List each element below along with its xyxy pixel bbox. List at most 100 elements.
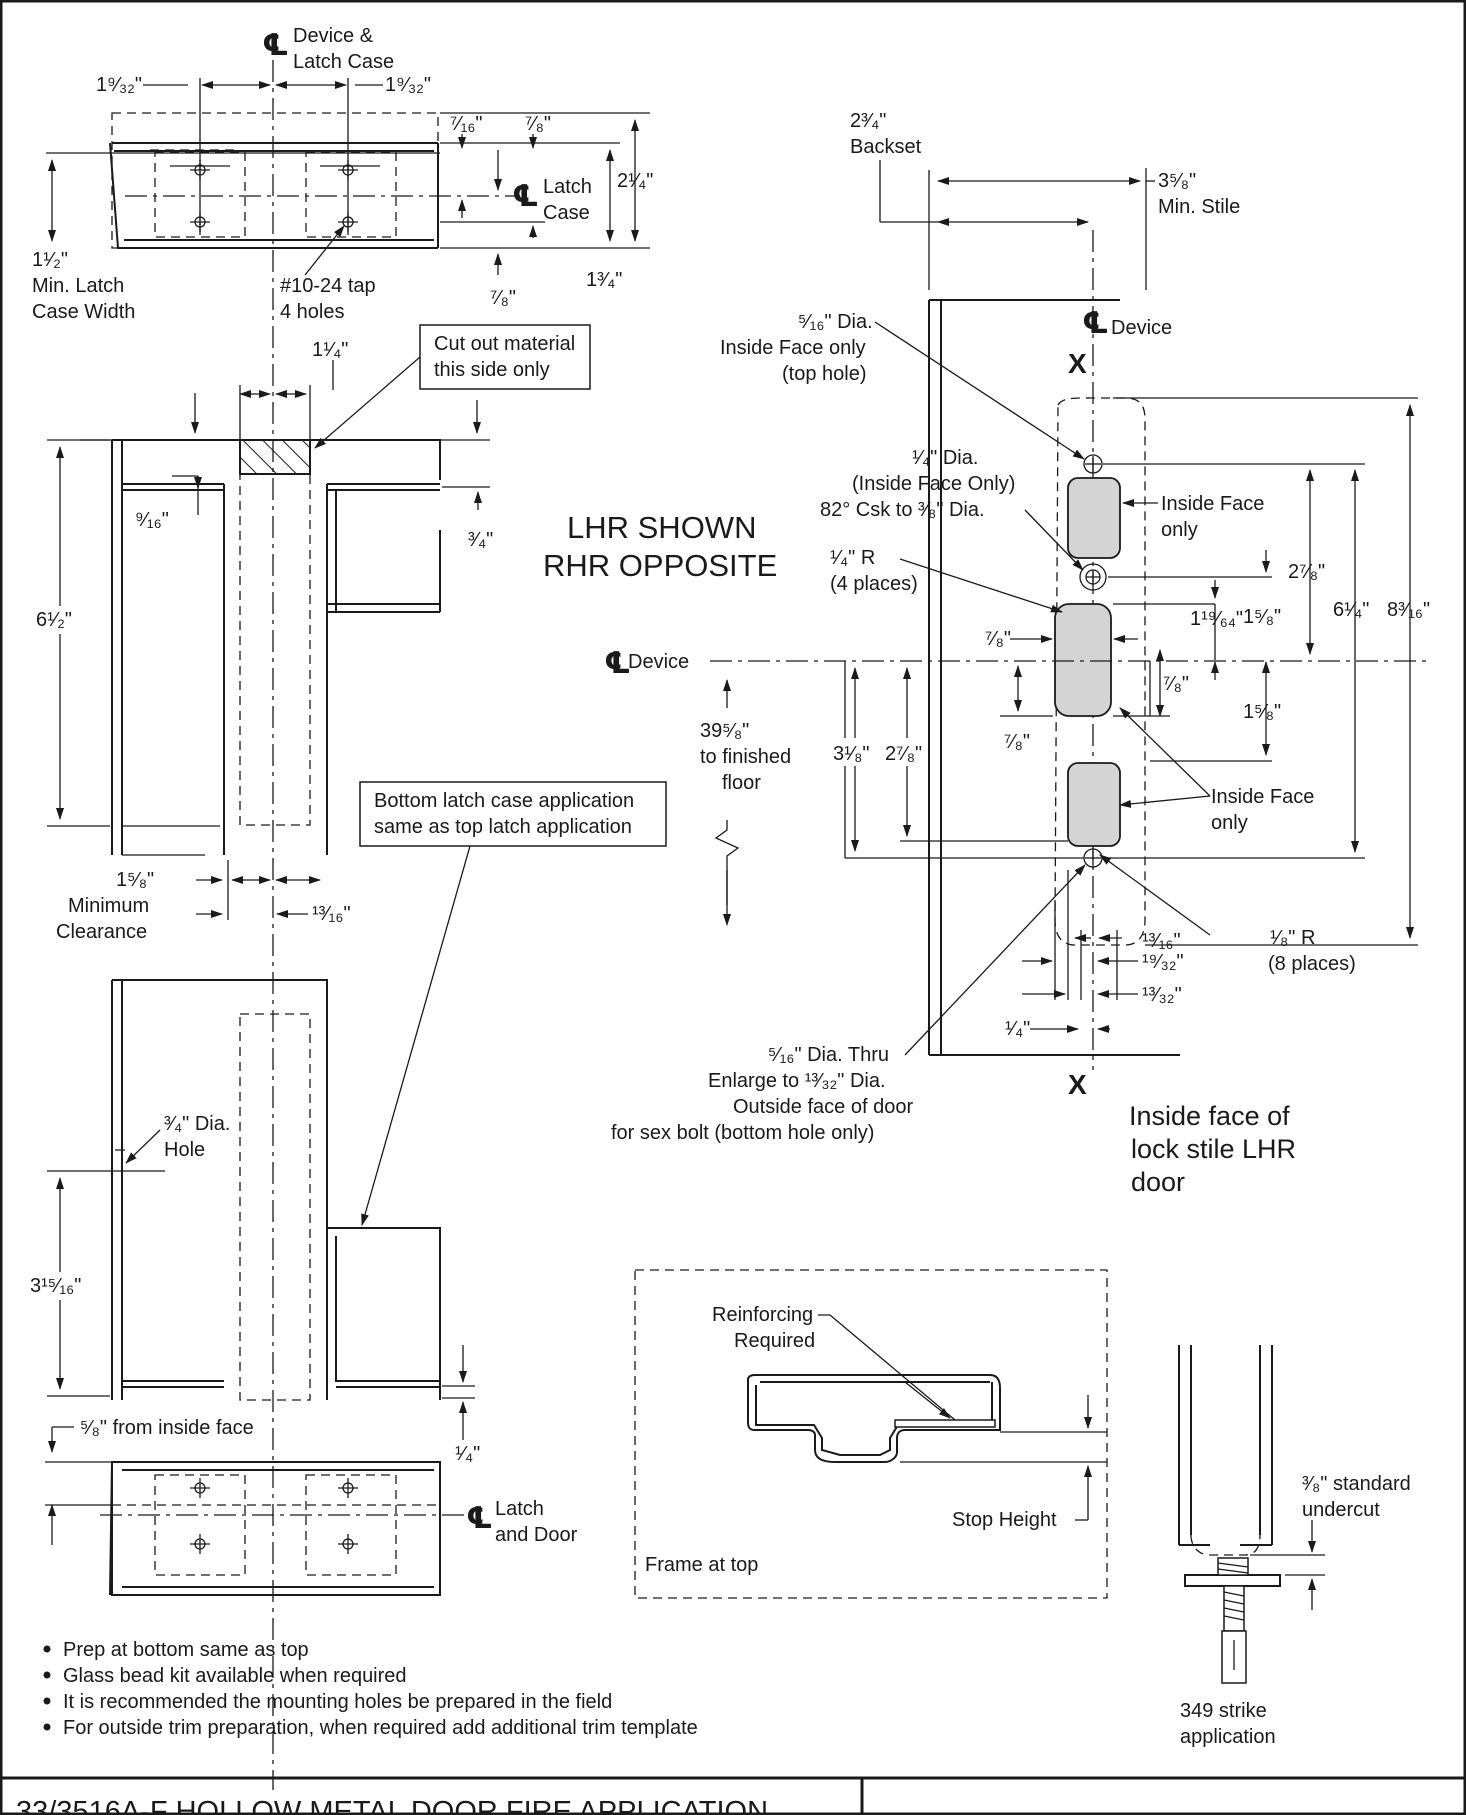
frame-at-top-label: Frame at top — [645, 1554, 758, 1576]
stile-caption-2: lock stile LHR — [1131, 1134, 1296, 1164]
inside-face-note: ⁵⁄₈" from inside face — [80, 1417, 254, 1439]
dim-7-8-bottom: ⁷⁄₈" — [490, 287, 516, 309]
notes-list: Prep at bottom same as top Glass bead ki… — [43, 1639, 698, 1739]
cl-device-latch-label-2: Latch Case — [293, 51, 394, 73]
note-item: Prep at bottom same as top — [63, 1639, 309, 1661]
dim-7-8-b: ⁷⁄₈" — [1163, 673, 1189, 695]
hole-top-label-1: ⁵⁄₁₆" Dia. — [798, 311, 873, 333]
inside-face-only-label-2a: Inside Face — [1211, 786, 1314, 808]
r4-label-1: ¹⁄₄" R — [830, 547, 875, 569]
bottom-latch-note-box — [359, 781, 667, 847]
device-center-label: Device — [628, 651, 689, 673]
stop-height-label: Stop Height — [952, 1509, 1057, 1531]
latch-case-label-1: Latch — [543, 176, 592, 198]
dim-right-1-9-32: 1⁹⁄₃₂" — [385, 74, 431, 96]
latch-door-label-1: Latch — [495, 1498, 544, 1520]
dim-1-3-4: 1³⁄₄" — [586, 269, 622, 291]
dim-1-5-8: 1⁵⁄₈" — [116, 869, 154, 891]
tap-hole — [338, 1534, 358, 1554]
tap-hole — [338, 160, 358, 180]
cutout-note-2: this side only — [434, 359, 550, 381]
centerline-symbol: ℄ — [262, 29, 289, 62]
bottom-latch-note-2: same as top latch application — [374, 816, 632, 838]
dim-7-8-c: ⁷⁄₈" — [1004, 731, 1030, 753]
backset-label-1: 2³⁄₄" — [850, 110, 886, 132]
inside-face-only-label-2b: only — [1211, 812, 1248, 834]
center-plate — [1054, 603, 1112, 717]
tap-label-1: #10-24 tap — [280, 275, 376, 297]
floor-label-1: 39⁵⁄₈" — [700, 720, 749, 742]
tap-label-2: 4 holes — [280, 301, 345, 323]
centerline-symbol: ℄ — [604, 647, 631, 680]
undercut-label-2: undercut — [1302, 1499, 1380, 1521]
csk-label-1: ¹⁄₄" Dia. — [912, 447, 978, 469]
r8-label-1: ¹⁄₈" R — [1270, 927, 1315, 949]
dim-6-1-4: 6¹⁄₄" — [1333, 599, 1369, 621]
device-top-label: Device — [1111, 317, 1172, 339]
csk-label-2: (Inside Face Only) — [852, 473, 1015, 495]
dim-1-4-stile: ¹⁄₄" — [1005, 1018, 1030, 1040]
floor-label-3: floor — [722, 772, 761, 794]
bottom-latch-note-1: Bottom latch case application — [374, 790, 634, 812]
stile-caption-1: Inside face of — [1129, 1101, 1290, 1131]
inside-face-plate-bottom — [1067, 762, 1121, 847]
cutout-note-1: Cut out material — [434, 333, 575, 355]
min-latch-label-1: 1¹⁄₂" — [32, 249, 68, 271]
dim-1-4: ¹⁄₄" — [455, 1443, 480, 1465]
lhr-shown-note: LHR SHOWN — [567, 510, 756, 545]
inside-face-only-label-1b: only — [1161, 519, 1198, 541]
note-item: For outside trim preparation, when requi… — [63, 1717, 698, 1739]
min-stile-label-1: 3⁵⁄₈" — [1158, 170, 1196, 192]
dim-7-8-a: ⁷⁄₈" — [985, 628, 1011, 650]
dim-2-1-4: 2¹⁄₄" — [617, 170, 653, 192]
tap-hole — [190, 1478, 210, 1498]
strike-caption-2: application — [1180, 1726, 1276, 1748]
dim-1-5-8-a: 1⁵⁄₈" — [1243, 606, 1281, 628]
min-stile-label-2: Min. Stile — [1158, 196, 1240, 218]
dim-7-8-top: ⁷⁄₈" — [525, 113, 551, 135]
cutout-note-box — [419, 324, 591, 390]
reinforcing-label-2: Required — [734, 1330, 815, 1352]
backset-label-2: Backset — [850, 136, 922, 158]
thru-label-2: Enlarge to ¹³⁄₃₂" Dia. — [708, 1070, 886, 1092]
dim-1-1-4: 1¹⁄₄" — [312, 339, 348, 361]
latch-door-label-2: and Door — [495, 1524, 578, 1546]
rhr-opposite-note: RHR OPPOSITE — [543, 548, 777, 583]
csk-label-3: 82° Csk to ³⁄₈" Dia. — [820, 499, 985, 521]
cl-device-latch-label-1: Device & — [293, 25, 374, 47]
dim-7-16: ⁷⁄₁₆" — [450, 113, 483, 135]
note-item: Glass bead kit available when required — [63, 1665, 407, 1687]
dim-19-32: ¹⁹⁄₃₂" — [1142, 951, 1184, 973]
bullet-icon — [43, 1645, 51, 1653]
top-hole — [1083, 454, 1103, 474]
frame-at-top-detail: Reinforcing Required Stop Height Frame a… — [634, 1269, 1108, 1599]
dim-13-32: ¹³⁄₃₂" — [1142, 984, 1182, 1006]
tap-hole — [190, 160, 210, 180]
x-marker-bottom: X — [1068, 1069, 1087, 1100]
hole-top-label-3: (top hole) — [782, 363, 867, 385]
tap-hole — [338, 212, 358, 232]
undercut-label-1: ³⁄₈" standard — [1302, 1473, 1411, 1495]
tap-hole — [338, 1478, 358, 1498]
top-latch-case-plan-view: ℄ Device & Latch Case 1⁹⁄₃₂" 1⁹⁄₃₂" 2¹⁄₄… — [32, 25, 653, 1790]
dim-9-16: ⁹⁄₁₆" — [135, 509, 169, 531]
bullet-icon — [43, 1697, 51, 1705]
min-latch-label-3: Case Width — [32, 301, 135, 323]
strike-349-detail: ³⁄₈" standard undercut 349 strike applic… — [1178, 1345, 1411, 1748]
bullet-icon — [43, 1671, 51, 1679]
stile-caption-3: door — [1131, 1167, 1185, 1197]
dim-13-16: ¹³⁄₁₆" — [312, 903, 351, 925]
lock-stile-elevation: 2³⁄₄" Backset 3⁵⁄₈" Min. Stile ℄ Device … — [604, 110, 1430, 1197]
hole-top-label-2: Inside Face only — [720, 337, 866, 359]
hole-label-2: Hole — [164, 1139, 205, 1161]
dim-3-4: ³⁄₄" — [468, 529, 493, 551]
top-section-view: 1¹⁄₄" Cut out material this side only ⁹⁄… — [36, 324, 591, 943]
strike-caption-1: 349 strike — [1180, 1700, 1267, 1722]
dim-8-3-16: 8³⁄₁₆" — [1387, 599, 1430, 621]
thru-label-4: for sex bolt (bottom hole only) — [611, 1122, 874, 1144]
bullet-icon — [43, 1723, 51, 1731]
hole-label-1: ³⁄₄" Dia. — [164, 1113, 230, 1135]
floor-label-2: to finished — [700, 746, 791, 768]
thru-label-3: Outside face of door — [733, 1096, 913, 1118]
